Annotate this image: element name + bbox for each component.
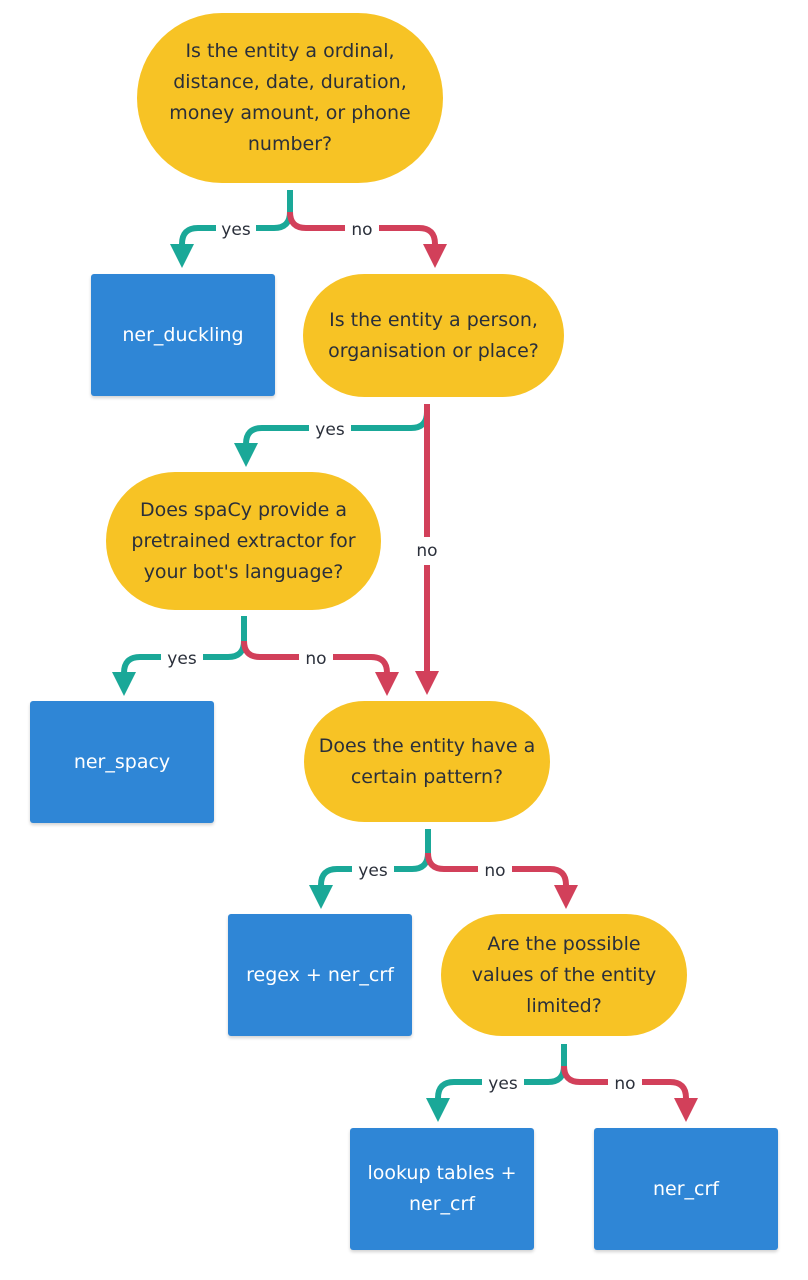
decision-q4: Does the entity have a certain pattern? — [304, 701, 550, 822]
result-regex-ner-crf-text: regex + ner_crf — [246, 963, 394, 986]
label-q3-no-text: no — [305, 649, 326, 669]
result-ner-spacy: ner_spacy — [30, 701, 214, 823]
result-lookup-tables-ner-crf-text: lookup tables + ner_crf — [367, 1162, 517, 1215]
label-q4-yes: yes — [352, 858, 394, 882]
decision-q5: Are the possible values of the entity li… — [441, 914, 687, 1036]
label-q3-yes: yes — [161, 646, 203, 670]
label-q4-no-text: no — [484, 861, 505, 881]
label-q3-no: no — [299, 646, 333, 670]
label-q5-no: no — [608, 1071, 642, 1095]
label-q1-yes-text: yes — [221, 220, 251, 240]
edge-q4-no — [425, 852, 578, 909]
label-q5-no-text: no — [614, 1074, 635, 1094]
result-lookup-tables-ner-crf: lookup tables + ner_crf — [350, 1128, 534, 1250]
label-q5-yes-text: yes — [488, 1074, 518, 1094]
result-ner-crf: ner_crf — [594, 1128, 778, 1250]
result-ner-crf-text: ner_crf — [653, 1177, 719, 1200]
result-ner-duckling: ner_duckling — [91, 274, 275, 396]
label-q1-no: no — [345, 217, 379, 241]
result-regex-ner-crf: regex + ner_crf — [228, 914, 412, 1036]
label-q4-yes-text: yes — [358, 861, 388, 881]
label-q1-yes: yes — [216, 217, 256, 241]
label-q3-yes-text: yes — [167, 649, 197, 669]
result-ner-spacy-text: ner_spacy — [73, 750, 171, 773]
label-q2-yes: yes — [309, 417, 351, 441]
label-q4-no: no — [478, 858, 512, 882]
label-q2-yes-text: yes — [315, 420, 345, 440]
decision-q1: Is the entity a ordinal, distance, date,… — [137, 13, 443, 183]
label-q2-no: no — [410, 537, 444, 565]
decision-q2-text: Is the entity a person, organisation or … — [328, 308, 539, 362]
decision-q2: Is the entity a person, organisation or … — [303, 274, 564, 397]
label-q5-yes: yes — [482, 1071, 524, 1095]
decision-q4-text: Does the entity have a certain pattern? — [318, 734, 536, 788]
result-ner-duckling-text: ner_duckling — [122, 323, 244, 346]
decision-q3-text: Does spaCy provide a pretrained extracto… — [131, 498, 356, 583]
edge-q1-no — [287, 211, 447, 268]
decision-q5-text: Are the possible values of the entity li… — [471, 932, 657, 1017]
decision-q1-text: Is the entity a ordinal, distance, date,… — [169, 40, 411, 155]
decision-q3: Does spaCy provide a pretrained extracto… — [106, 472, 381, 610]
edge-q3-no — [241, 640, 399, 696]
label-q2-no-text: no — [416, 541, 437, 561]
edge-q5-no — [561, 1065, 698, 1122]
label-q1-no-text: no — [351, 220, 372, 240]
